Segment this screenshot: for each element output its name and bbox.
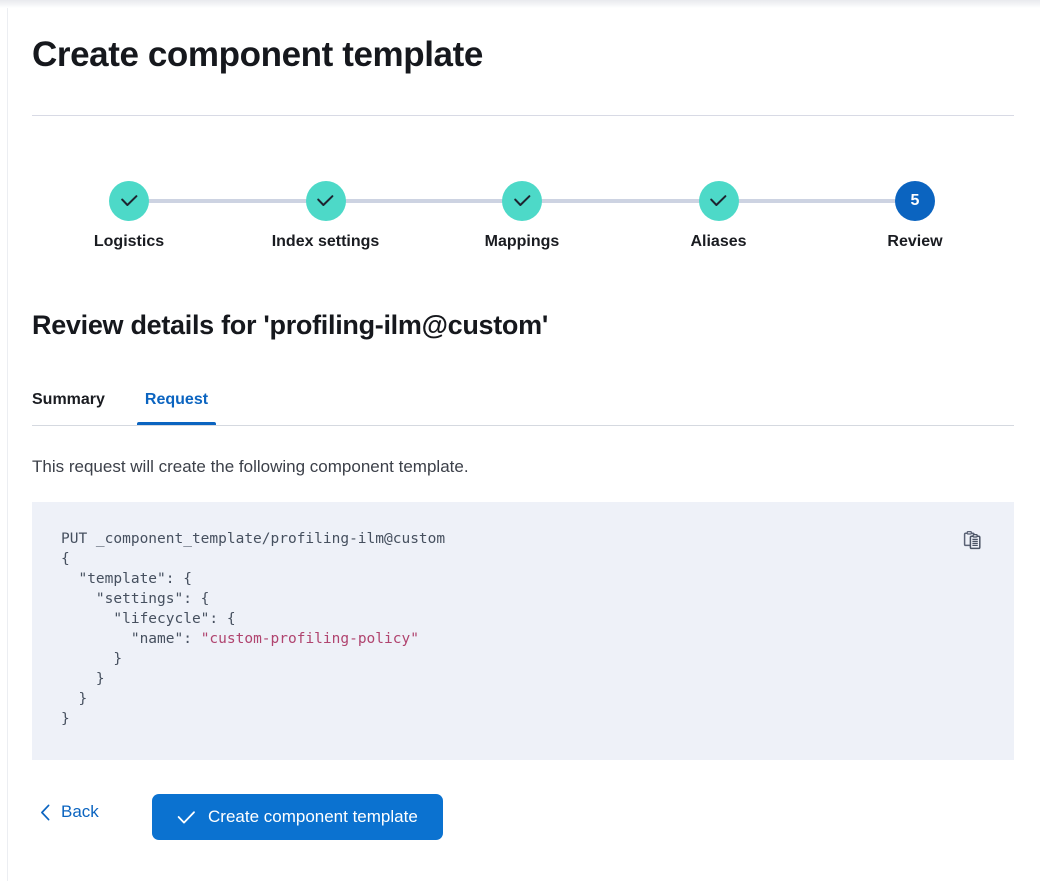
left-edge-rule bbox=[7, 8, 8, 881]
tab-label: Summary bbox=[32, 391, 105, 408]
create-component-template-button-label: Create component template bbox=[208, 807, 418, 826]
chevron-left-icon bbox=[40, 804, 51, 821]
step-aliases[interactable]: Aliases bbox=[639, 168, 799, 251]
page-title: Create component template bbox=[32, 35, 483, 74]
step-number-badge: 5 bbox=[895, 181, 935, 221]
step-label: Index settings bbox=[271, 233, 380, 250]
step-check-icon bbox=[109, 181, 149, 221]
copy-clipboard-icon[interactable] bbox=[960, 527, 986, 553]
request-description: This request will create the following c… bbox=[32, 457, 469, 476]
wizard-footer: Back Create component template bbox=[32, 786, 1014, 848]
step-connector-line bbox=[736, 199, 897, 203]
step-logistics[interactable]: Logistics bbox=[49, 168, 209, 251]
back-button-label: Back bbox=[61, 802, 99, 821]
tab-label: Request bbox=[144, 391, 209, 408]
request-code-panel: PUT _component_template/profiling-ilm@cu… bbox=[32, 502, 1014, 760]
step-check-icon bbox=[698, 181, 739, 221]
review-heading: Review details for 'profiling-ilm@custom… bbox=[32, 310, 548, 340]
window-top-chrome-band bbox=[0, 0, 1040, 8]
step-check-icon bbox=[502, 181, 542, 221]
review-tab-bar: Summary Request bbox=[32, 383, 1014, 426]
create-component-template-button[interactable]: Create component template bbox=[152, 794, 443, 840]
header-divider bbox=[32, 115, 1014, 116]
tab-summary[interactable]: Summary bbox=[24, 383, 113, 425]
create-component-template-page: Create component template Logistics Index… bbox=[0, 8, 1040, 881]
step-label: Logistics bbox=[93, 233, 165, 250]
step-index-settings[interactable]: Index settings bbox=[246, 168, 406, 251]
step-label: Mappings bbox=[484, 233, 560, 250]
step-check-icon bbox=[305, 181, 346, 221]
back-button[interactable]: Back bbox=[40, 802, 99, 822]
step-label: Review bbox=[887, 233, 943, 250]
code-string-literal: "custom-profiling-policy" bbox=[200, 631, 419, 647]
step-label: Aliases bbox=[690, 233, 747, 250]
step-mappings[interactable]: Mappings bbox=[442, 168, 602, 251]
request-code-body: PUT _component_template/profiling-ilm@cu… bbox=[61, 531, 446, 727]
step-connector-line bbox=[343, 199, 504, 203]
step-connector-line bbox=[147, 199, 308, 203]
step-connector-line bbox=[540, 199, 701, 203]
check-icon bbox=[177, 810, 196, 825]
tab-request[interactable]: Request bbox=[136, 383, 217, 425]
step-number: 5 bbox=[910, 192, 920, 209]
